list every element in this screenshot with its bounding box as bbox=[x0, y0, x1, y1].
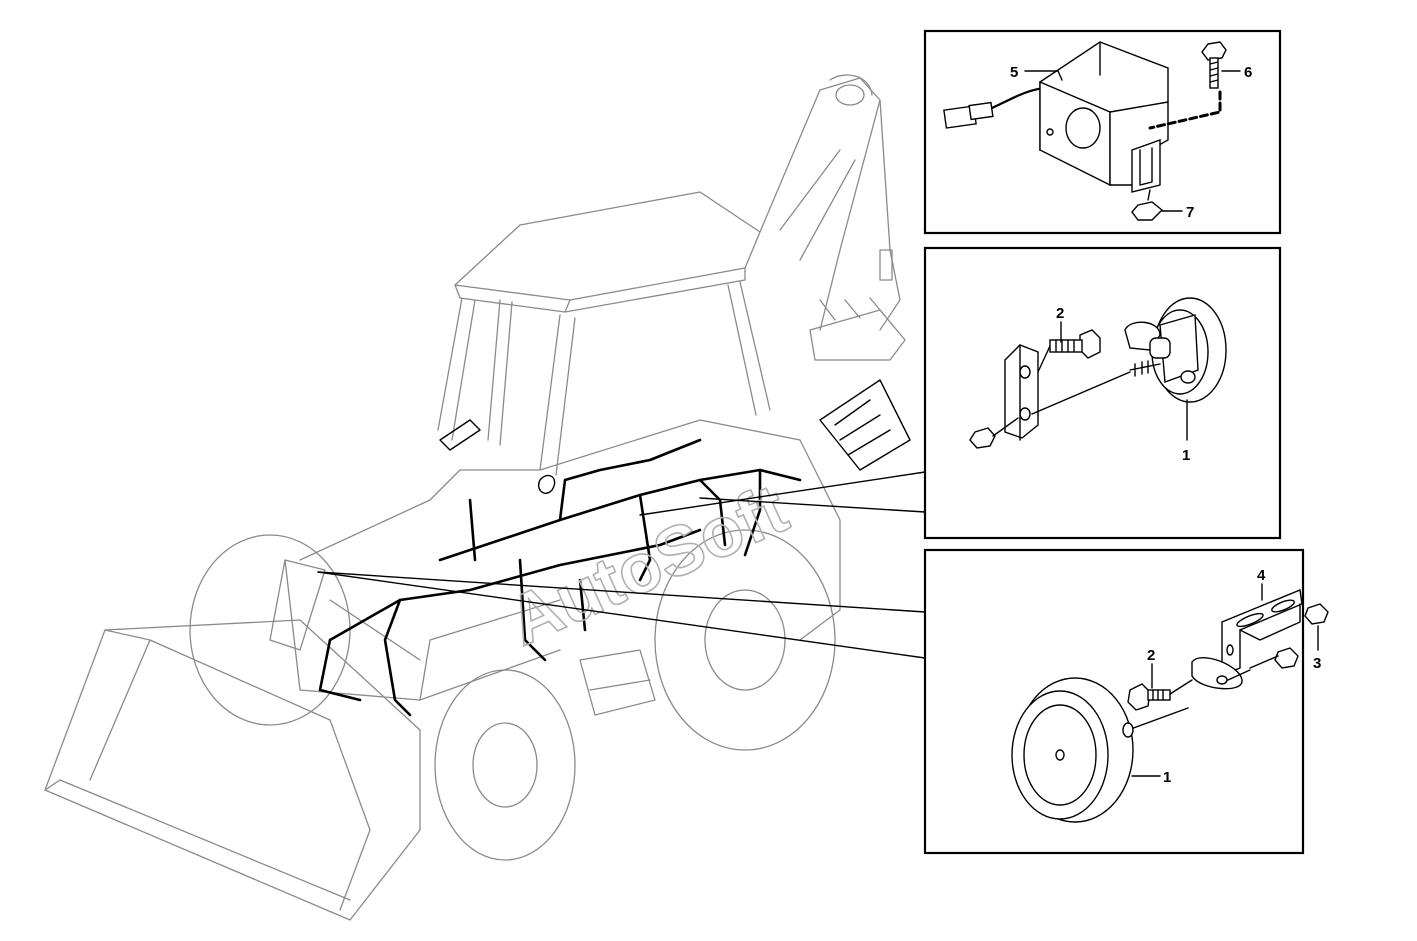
detail-box-top: 5 6 7 bbox=[923, 29, 1282, 235]
nut-middle bbox=[969, 427, 996, 449]
washer-plate bbox=[1191, 657, 1243, 690]
callout-4: 4 bbox=[1257, 567, 1266, 584]
leader-lines bbox=[317, 471, 926, 659]
callout-2-bottom: 2 bbox=[1147, 647, 1155, 664]
callout-2-middle: 2 bbox=[1056, 305, 1064, 322]
bracket-4 bbox=[1221, 589, 1303, 677]
bolt-2-bottom bbox=[1127, 679, 1193, 711]
callout-3: 3 bbox=[1313, 655, 1321, 672]
nut-7 bbox=[1131, 189, 1164, 221]
wiring-harness bbox=[318, 379, 911, 717]
bolt-6 bbox=[1148, 41, 1227, 130]
backhoe-loader-drawing bbox=[44, 74, 906, 921]
sensor-housing bbox=[1039, 41, 1169, 193]
detail-box-bottom: 4 2 3 1 bbox=[923, 548, 1329, 855]
callout-7: 7 bbox=[1186, 204, 1194, 221]
mounting-plate bbox=[1004, 344, 1039, 441]
callout-1-middle: 1 bbox=[1182, 447, 1190, 464]
callout-5: 5 bbox=[1010, 64, 1018, 81]
horn-1-middle bbox=[1124, 297, 1227, 403]
detail-box-middle: 2 1 bbox=[923, 246, 1282, 540]
callout-1-bottom: 1 bbox=[1163, 769, 1171, 786]
bolt-2-middle bbox=[1037, 329, 1101, 373]
horn-1-bottom bbox=[1011, 677, 1189, 823]
callout-6: 6 bbox=[1244, 64, 1252, 81]
